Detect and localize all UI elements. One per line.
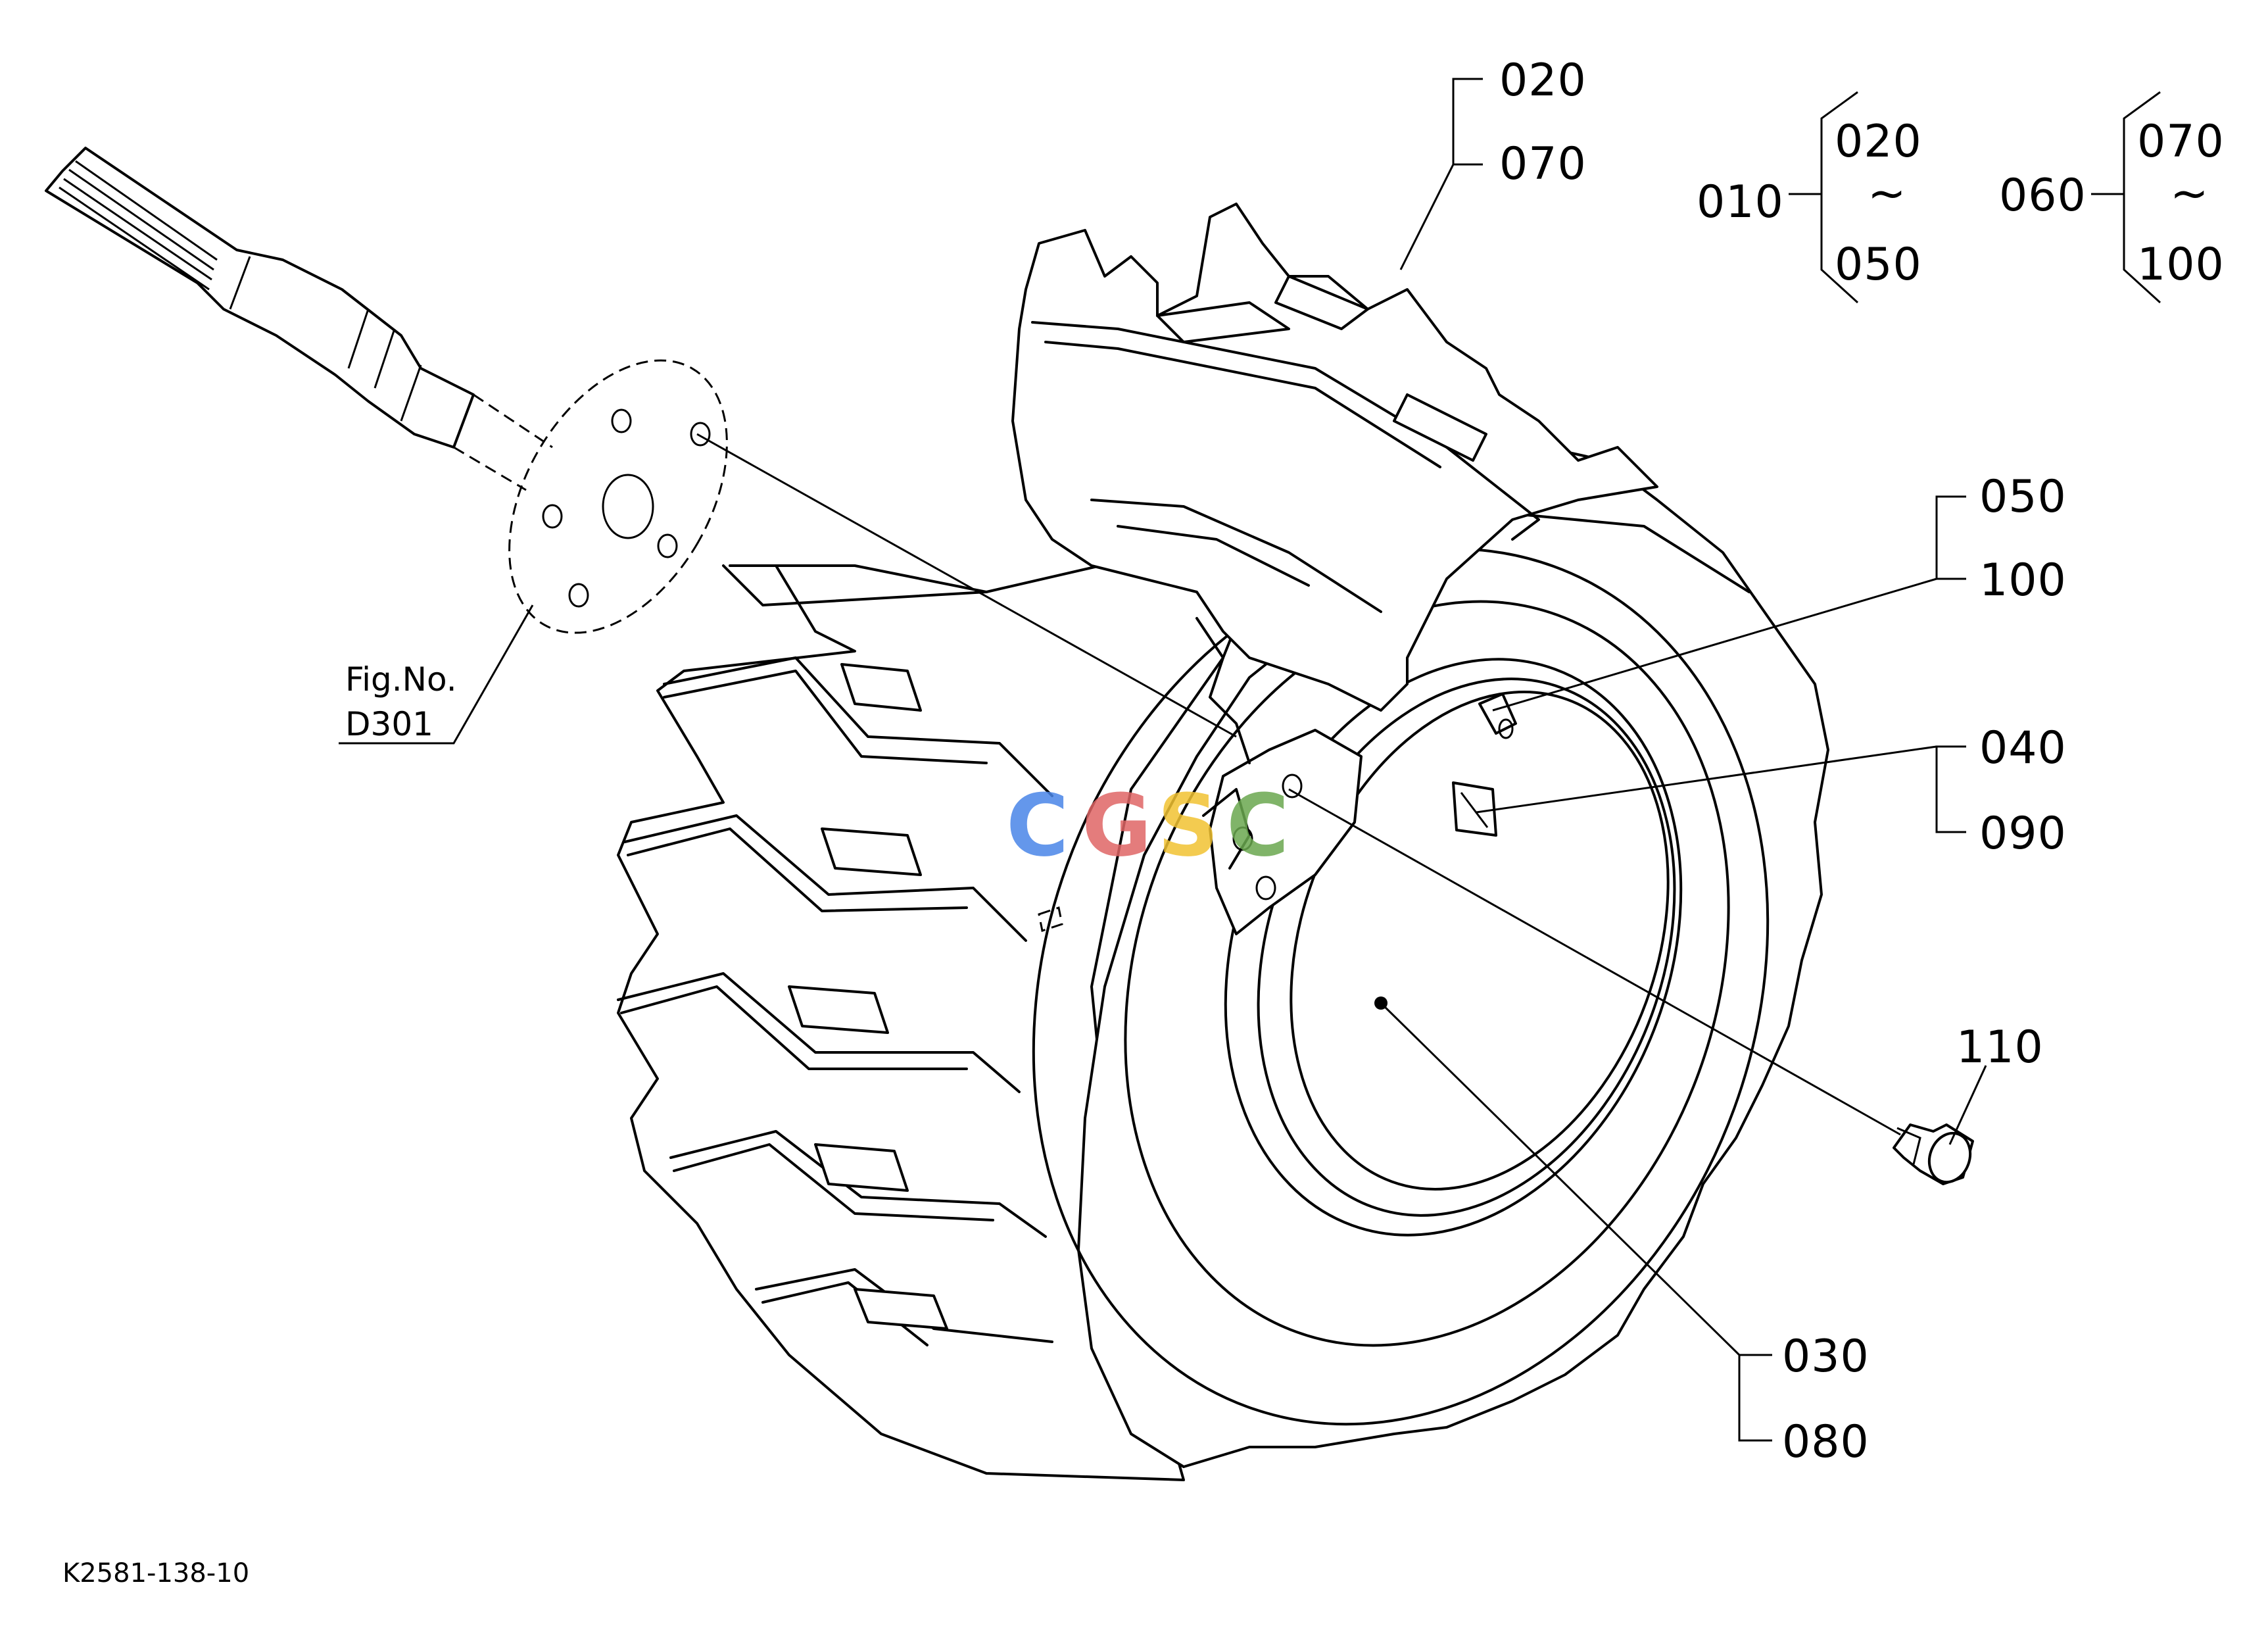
label-030[interactable]: 030	[1782, 1331, 1870, 1383]
watermark-letter-2: G	[1082, 775, 1152, 875]
hub-flange	[508, 359, 728, 634]
label-080[interactable]: 080	[1782, 1416, 1870, 1468]
label-set-060-from[interactable]: 070	[2137, 116, 2225, 168]
range-symbol-010: ~	[1868, 166, 1906, 220]
label-100[interactable]: 100	[1979, 554, 2067, 606]
axle-shaft	[45, 147, 553, 491]
wheel-bolt	[1893, 1123, 1974, 1185]
label-set-060[interactable]: 060	[1999, 170, 2087, 222]
label-set-010-from[interactable]: 020	[1835, 116, 1922, 168]
watermark-letter-1: C	[1006, 775, 1069, 875]
fig-reference-line1[interactable]: Fig.No.	[345, 660, 457, 699]
label-040[interactable]: 040	[1979, 722, 2067, 774]
leader-lines	[339, 78, 2161, 1442]
label-020[interactable]: 020	[1499, 55, 1587, 107]
label-050[interactable]: 050	[1979, 471, 2067, 523]
label-090[interactable]: 090	[1979, 808, 2067, 860]
drawing-id: K2581-138-10	[62, 1558, 249, 1588]
tire-sidewall	[1032, 446, 1829, 1468]
label-070[interactable]: 070	[1499, 138, 1587, 190]
label-set-010[interactable]: 010	[1697, 176, 1784, 228]
watermark-letter-3: S	[1157, 775, 1219, 875]
label-set-010-to[interactable]: 050	[1835, 239, 1922, 291]
part-labels: 020 070 010 020 ~ 050 060 070 ~ 100 050 …	[62, 55, 2225, 1588]
watermark-letter-4: C	[1226, 775, 1289, 875]
tire-cutaway-section	[1011, 203, 1658, 764]
label-set-060-to[interactable]: 100	[2137, 239, 2225, 291]
range-symbol-060: ~	[2170, 166, 2209, 220]
label-110[interactable]: 110	[1956, 1021, 2044, 1073]
watermark: C G S C	[1006, 775, 1289, 875]
fig-reference-line2[interactable]: D301	[345, 705, 433, 743]
